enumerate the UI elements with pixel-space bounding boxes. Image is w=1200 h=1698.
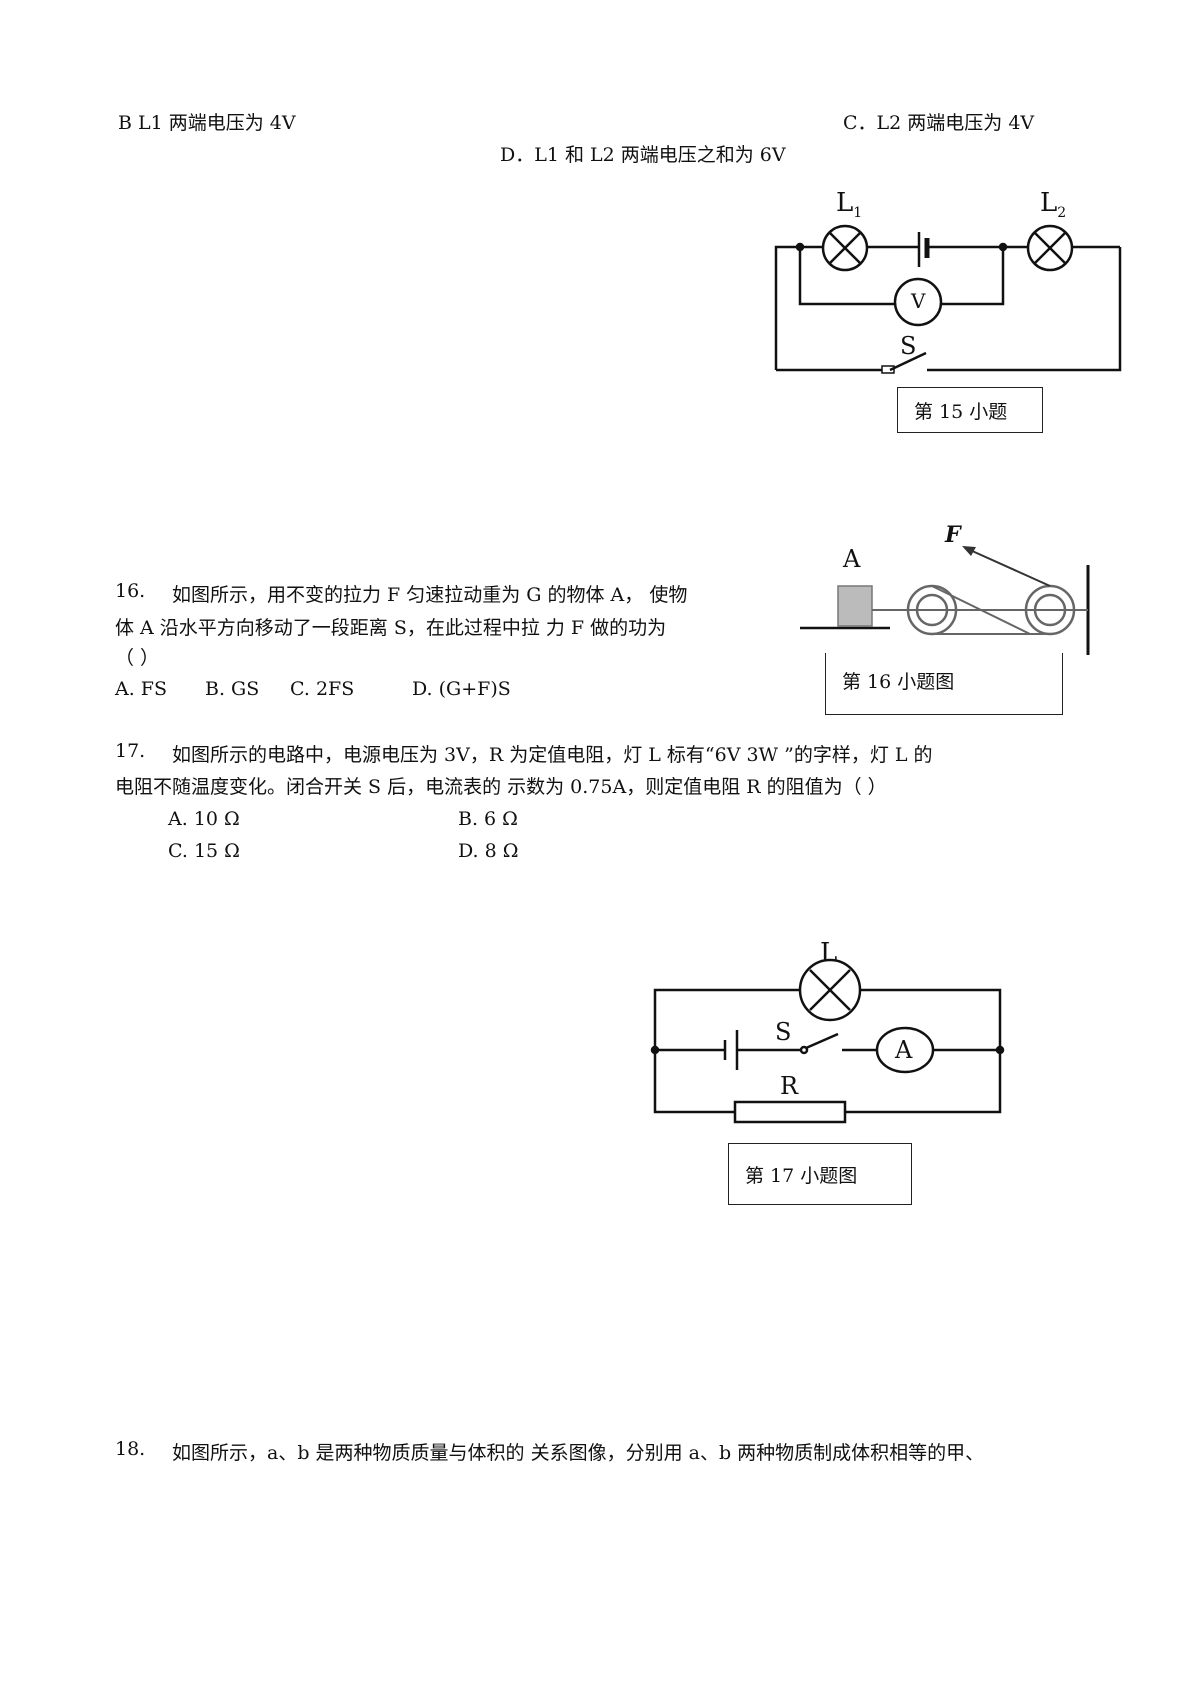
caption-q15: 第 15 小题 xyxy=(897,387,1043,433)
caption-q17: 第 17 小题图 xyxy=(728,1143,912,1205)
q15-option-b: B L1 两端电压为 4V xyxy=(118,112,296,134)
label-f: F xyxy=(945,522,961,548)
pulley-q16 xyxy=(800,546,1090,655)
q15-option-c: C．L2 两端电压为 4V xyxy=(843,112,1035,134)
q17-line2: 电阻不随温度变化。闭合开关 S 后，电流表的 示数为 0.75A，则定值电阻 R… xyxy=(115,776,887,798)
q16-option-a: A. FS xyxy=(115,678,167,700)
q17-number: 17. xyxy=(115,740,146,762)
q17-option-c: C. 15 Ω xyxy=(168,840,240,862)
label-ammeter: A xyxy=(895,1036,913,1064)
q17-option-a: A. 10 Ω xyxy=(168,808,240,830)
q16-line3: （ ） xyxy=(115,647,160,669)
q16-option-b: B. GS xyxy=(205,678,260,700)
label-l1: L1 xyxy=(836,188,863,222)
q18-number: 18. xyxy=(115,1438,146,1460)
label-s17: S xyxy=(775,1018,792,1046)
label-s: S xyxy=(900,332,917,360)
q16-option-d: D. (G+F)S xyxy=(412,678,511,700)
label-v: V xyxy=(911,289,926,313)
q15-option-d: D．L1 和 L2 两端电压之和为 6V xyxy=(500,144,786,166)
lamp-l1 xyxy=(821,224,869,272)
label-a: A xyxy=(843,545,861,573)
voltmeter xyxy=(893,277,943,327)
q17-line1: 如图所示的电路中，电源电压为 3V，R 为定值电阻，灯 L 标有“6V 3W ”… xyxy=(172,744,933,766)
label-l2: L2 xyxy=(1040,188,1067,222)
q16-line1: 如图所示，用不变的拉力 F 匀速拉动重为 G 的物体 A， 使物 xyxy=(172,584,688,606)
lamp-l2 xyxy=(1026,224,1074,272)
circuit-q17 xyxy=(650,958,1005,1124)
circuit-q15 xyxy=(774,224,1122,374)
label-l: L xyxy=(820,938,838,968)
q16-line2: 体 A 沿水平方向移动了一段距离 S，在此过程中拉 力 F 做的功为 xyxy=(115,617,667,639)
q17-option-b: B. 6 Ω xyxy=(458,808,518,830)
label-r: R xyxy=(780,1072,799,1100)
q16-option-c: C. 2FS xyxy=(290,678,355,700)
q16-number: 16. xyxy=(115,580,146,602)
q18-line1: 如图所示，a、b 是两种物质质量与体积的 关系图像，分别用 a、b 两种物质制成… xyxy=(172,1442,985,1464)
caption-q16: 第 16 小题图 xyxy=(825,653,1063,715)
q17-option-d: D. 8 Ω xyxy=(458,840,519,862)
